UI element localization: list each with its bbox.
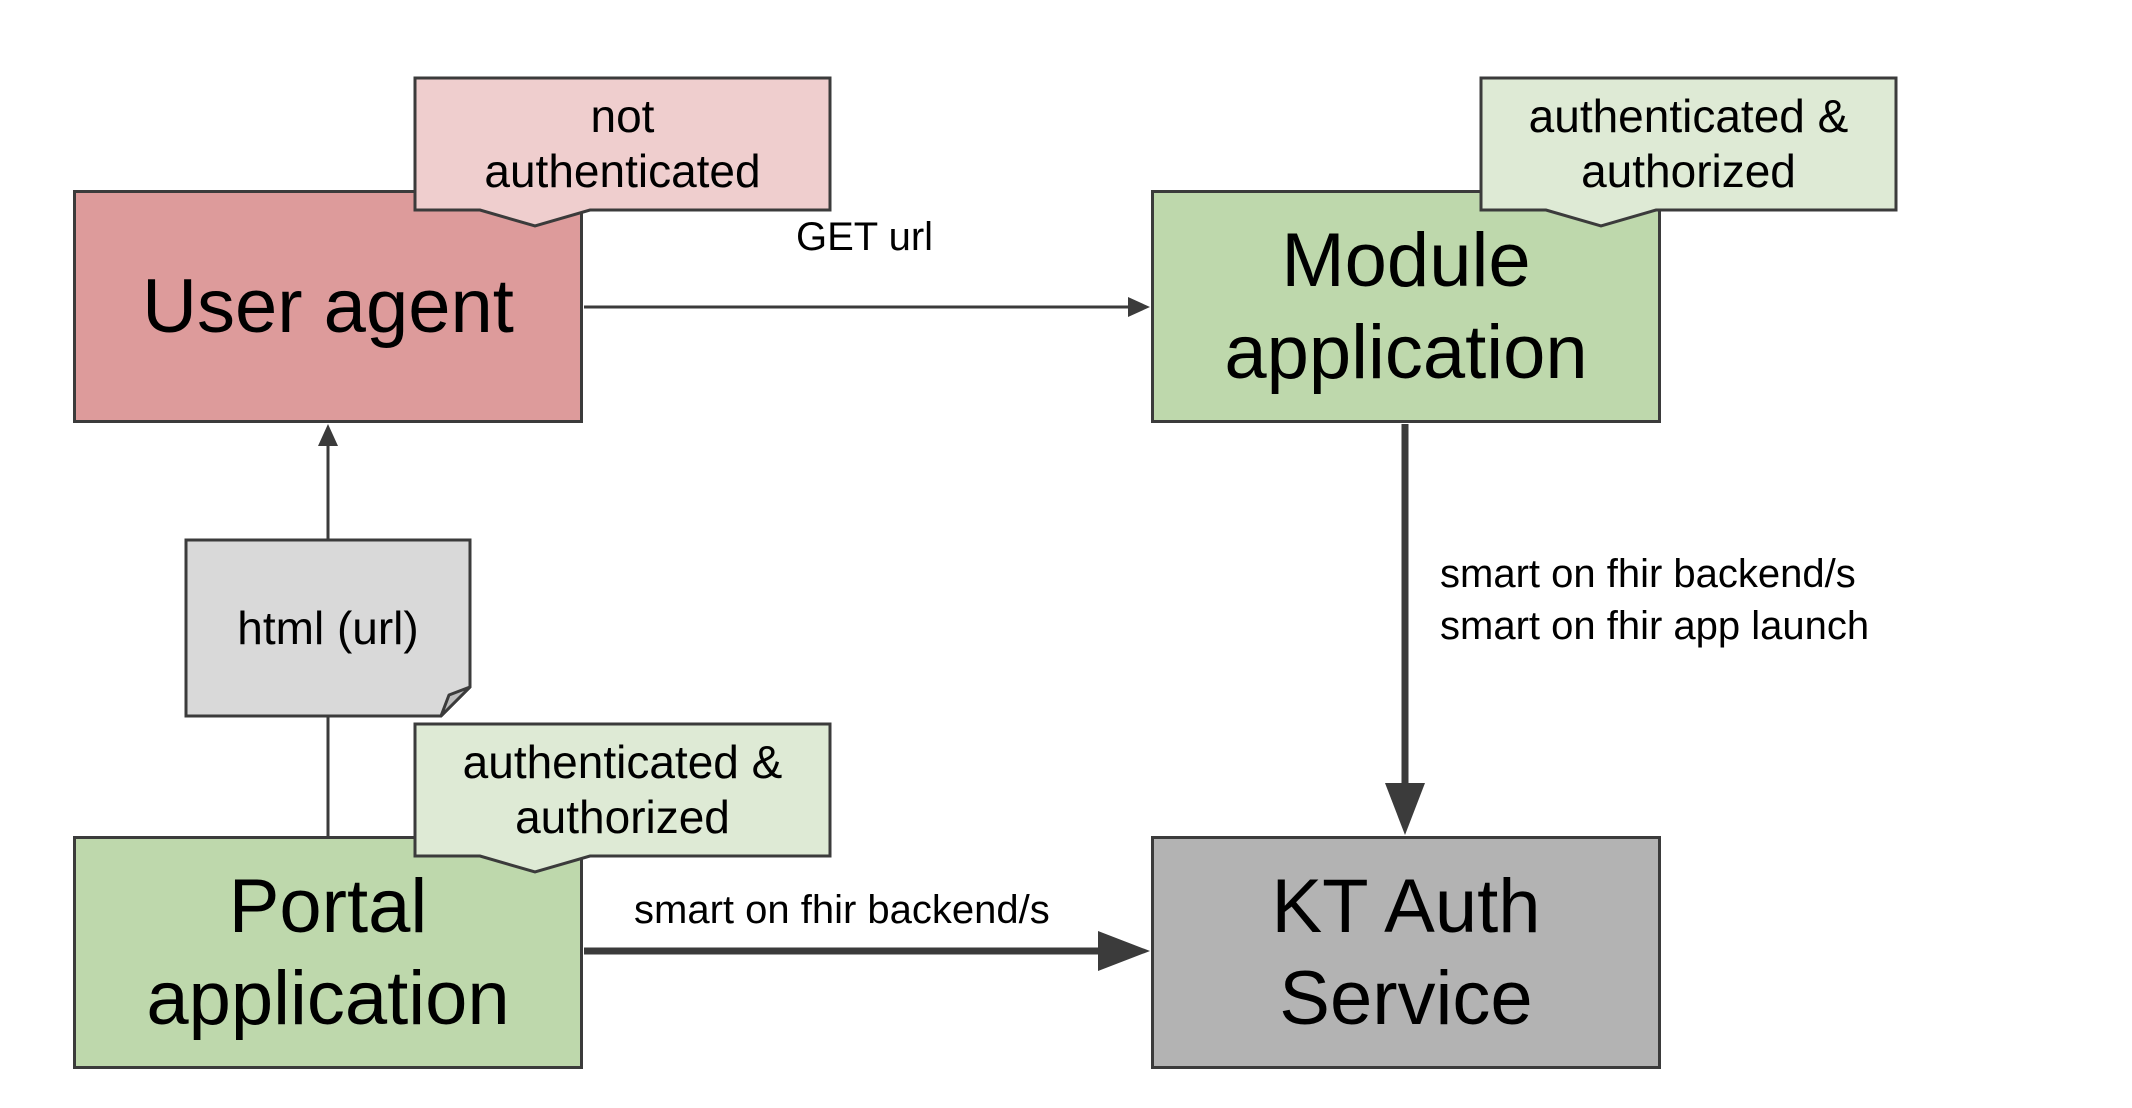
kt-auth-service-label-line2: Service bbox=[1279, 955, 1533, 1041]
user-agent-label: User agent bbox=[142, 263, 514, 349]
document-label: html (url) bbox=[237, 601, 419, 654]
edge-label-portal-to-auth: smart on fhir backend/s bbox=[634, 888, 1050, 932]
callout-user-agent-line1: not bbox=[590, 89, 655, 142]
document-fold bbox=[439, 685, 472, 718]
portal-application-label-line2: application bbox=[146, 955, 510, 1041]
document-html-url: html (url) bbox=[186, 540, 470, 715]
module-application-label-line2: application bbox=[1224, 309, 1588, 395]
kt-auth-service-node: KT Auth Service bbox=[1151, 836, 1661, 1069]
callout-module-shape bbox=[1479, 76, 1898, 228]
edge-label-module-to-auth-line2: smart on fhir app launch bbox=[1440, 604, 1870, 648]
callout-module-line1: authenticated & bbox=[1528, 89, 1849, 142]
callout-user-agent: not authenticated bbox=[415, 80, 830, 208]
callout-user-agent-line2: authenticated bbox=[484, 145, 761, 197]
edge-label-get-url: GET url bbox=[796, 215, 934, 259]
callout-portal-application: authenticated & authorized bbox=[415, 726, 830, 854]
arrowhead-portal-to-auth bbox=[1098, 931, 1150, 971]
user-agent-node: User agent bbox=[73, 190, 583, 423]
arrowhead-module-to-auth bbox=[1385, 783, 1425, 835]
kt-auth-service-label-line1: KT Auth bbox=[1271, 864, 1541, 950]
callout-portal-line2: authorized bbox=[515, 791, 730, 843]
arrowhead-user-agent-to-module bbox=[1128, 297, 1150, 317]
module-application-label-line1: Module bbox=[1281, 218, 1531, 304]
callout-portal-line1: authenticated & bbox=[462, 735, 783, 788]
callout-portal-shape bbox=[413, 722, 832, 874]
callout-module-application: authenticated & authorized bbox=[1481, 80, 1896, 208]
module-application-node: Module application bbox=[1151, 190, 1661, 423]
callout-module-line2: authorized bbox=[1581, 145, 1796, 197]
callout-user-agent-shape bbox=[413, 76, 832, 228]
portal-application-node: Portal application bbox=[73, 836, 583, 1069]
arrowhead-document-to-user-agent bbox=[318, 424, 338, 446]
portal-application-label-line1: Portal bbox=[228, 864, 428, 950]
edge-label-module-to-auth-line1: smart on fhir backend/s bbox=[1440, 552, 1856, 596]
